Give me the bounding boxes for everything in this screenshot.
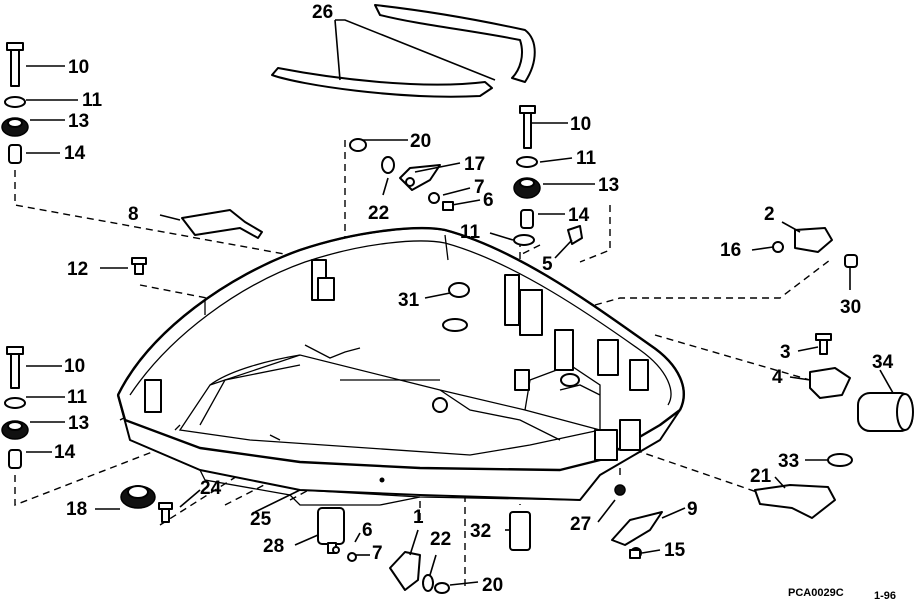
lower-motor-cover [116, 226, 685, 506]
callout-26: 26 [312, 2, 333, 23]
callout-11-center: 11 [460, 222, 481, 243]
callout-7-bottom: 7 [372, 543, 383, 564]
callout-20-bottom: 20 [482, 575, 503, 596]
callout-numbers: 26 10 11 13 14 8 12 10 11 13 14 18 24 25… [54, 2, 894, 596]
drawing-code: PCA0029C [788, 587, 844, 599]
callout-5: 5 [542, 254, 553, 275]
callout-12: 12 [67, 259, 88, 280]
callout-7-top: 7 [474, 177, 485, 198]
small-hardware [120, 138, 914, 594]
callout-22-bottom: 22 [430, 529, 451, 550]
callout-18: 18 [66, 499, 87, 520]
callout-10-right: 10 [570, 114, 591, 135]
left-upper-mount-stack [1, 42, 29, 164]
drawing-date: 1-96 [874, 590, 896, 602]
callout-14-left-top: 14 [64, 143, 86, 164]
callout-31: 31 [398, 290, 420, 311]
callout-13-right: 13 [598, 175, 619, 196]
callout-24: 24 [200, 478, 222, 499]
part-26-seal-strip [271, 4, 536, 98]
callout-8: 8 [128, 204, 139, 225]
callout-4: 4 [772, 367, 783, 388]
callout-34: 34 [872, 352, 894, 373]
callout-1: 1 [413, 507, 424, 528]
callout-13-left-top: 13 [68, 111, 89, 132]
callout-13-left-bottom: 13 [68, 413, 89, 434]
callout-15: 15 [664, 540, 686, 561]
callout-32: 32 [470, 521, 491, 542]
callout-27: 27 [570, 514, 591, 535]
callout-33: 33 [778, 451, 799, 472]
leader-lines [26, 19, 894, 586]
right-mount-stack [513, 105, 541, 246]
callout-6-top: 6 [483, 190, 494, 211]
callout-11-right: 11 [576, 148, 597, 169]
callout-14-right: 14 [568, 205, 590, 226]
callout-11-left-bottom: 11 [67, 387, 88, 408]
callout-17: 17 [464, 154, 485, 175]
callout-10-left-bottom: 10 [64, 356, 85, 377]
callout-10-left-top: 10 [68, 57, 89, 78]
callout-14-left-bottom: 14 [54, 442, 76, 463]
callout-9: 9 [687, 499, 698, 520]
left-lower-mount-stack [1, 346, 29, 469]
callout-25: 25 [250, 509, 272, 530]
callout-22-top: 22 [368, 203, 389, 224]
callout-16: 16 [720, 240, 741, 261]
callout-28: 28 [263, 536, 284, 557]
callout-3: 3 [780, 342, 791, 363]
callout-20-top: 20 [410, 131, 431, 152]
callout-21: 21 [750, 466, 772, 487]
callout-30: 30 [840, 297, 861, 318]
callout-2: 2 [764, 204, 775, 225]
callout-6-bottom: 6 [362, 520, 373, 541]
callout-11-left-top: 11 [82, 90, 103, 111]
